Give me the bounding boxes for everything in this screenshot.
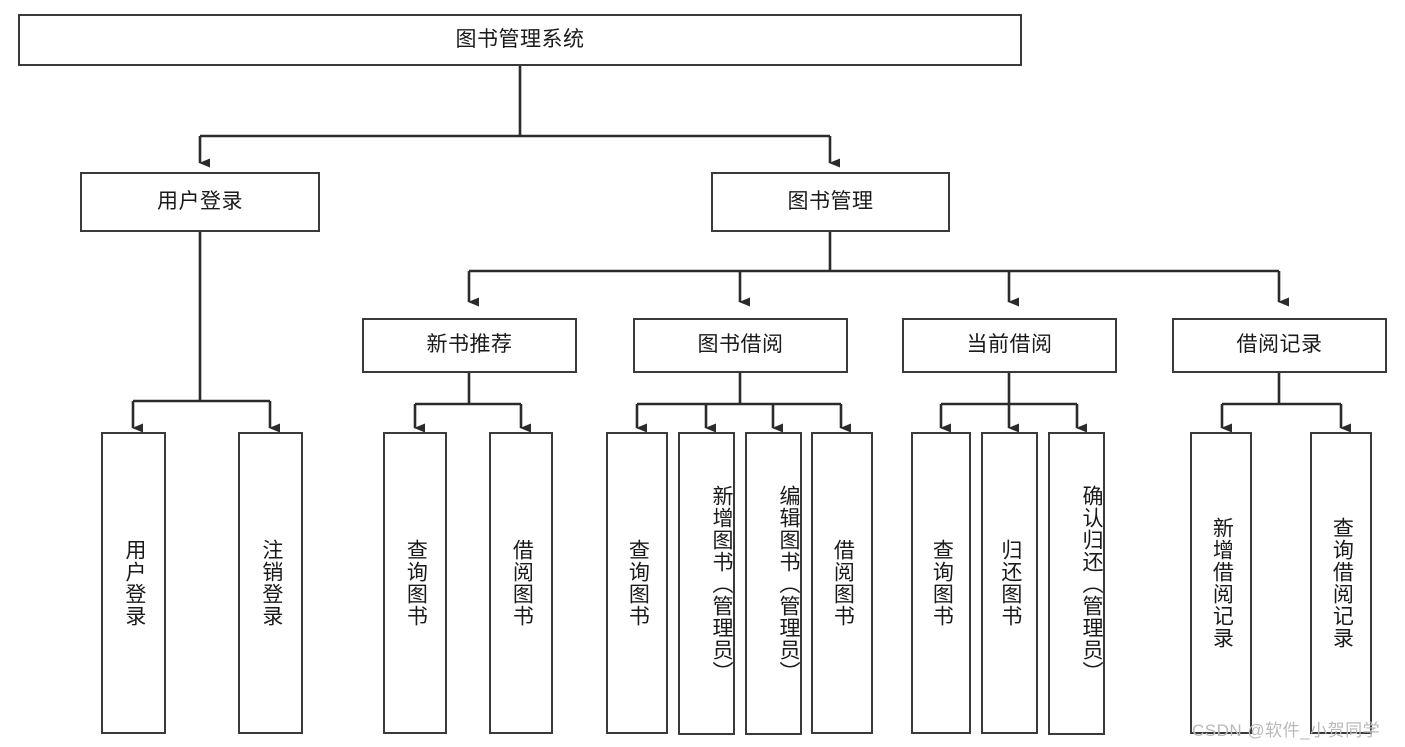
node-book-borrow-label: 图书借阅 (697, 333, 784, 357)
node-leaf-borrow-book-1-label: 借阅图书 (510, 539, 534, 627)
node-leaf-logout-label: 注销登录 (259, 539, 283, 627)
node-leaf-user-login[interactable]: 用户登录 (101, 432, 166, 734)
node-user-login-label: 用户登录 (157, 189, 243, 213)
node-book-borrow[interactable]: 图书借阅 (633, 318, 848, 373)
node-current-borrow-label: 当前借阅 (966, 333, 1053, 357)
node-leaf-query-record[interactable]: 查询借阅记录 (1310, 432, 1372, 734)
node-borrow-record-label: 借阅记录 (1236, 333, 1323, 357)
node-leaf-user-login-label: 用户登录 (122, 539, 146, 627)
node-leaf-query-book-2[interactable]: 查询图书 (606, 432, 668, 734)
node-leaf-query-book-3-label: 查询图书 (930, 539, 954, 627)
node-leaf-confirm-return[interactable]: 确认归还（管理员） (1048, 432, 1105, 735)
node-leaf-query-book-3[interactable]: 查询图书 (911, 432, 971, 734)
node-user-login[interactable]: 用户登录 (80, 172, 320, 232)
node-leaf-add-record[interactable]: 新增借阅记录 (1190, 432, 1252, 734)
node-book-manage-label: 图书管理 (787, 189, 874, 213)
node-leaf-edit-book[interactable]: 编辑图书（管理员） (745, 432, 802, 735)
node-leaf-return-book-label: 归还图书 (998, 539, 1022, 627)
node-leaf-borrow-book-1[interactable]: 借阅图书 (489, 432, 553, 734)
node-current-borrow[interactable]: 当前借阅 (902, 318, 1117, 373)
node-new-book-recommend[interactable]: 新书推荐 (362, 318, 577, 373)
node-leaf-query-book-1[interactable]: 查询图书 (383, 432, 447, 734)
node-borrow-record[interactable]: 借阅记录 (1172, 318, 1387, 373)
node-leaf-query-book-1-label: 查询图书 (404, 539, 428, 627)
node-leaf-add-record-label: 新增借阅记录 (1210, 517, 1234, 649)
node-root[interactable]: 图书管理系统 (18, 14, 1022, 66)
node-book-manage[interactable]: 图书管理 (711, 172, 950, 232)
node-leaf-return-book[interactable]: 归还图书 (981, 432, 1038, 734)
node-new-book-recommend-label: 新书推荐 (426, 333, 513, 357)
node-leaf-confirm-return-label: 确认归还（管理员） (1080, 484, 1103, 683)
node-leaf-borrow-book-2-label: 借阅图书 (831, 539, 855, 627)
node-leaf-add-book[interactable]: 新增图书（管理员） (678, 432, 735, 735)
node-leaf-borrow-book-2[interactable]: 借阅图书 (811, 432, 873, 734)
csdn-watermark: CSDN @软件_小贺同学 (1192, 721, 1381, 740)
node-leaf-query-record-label: 查询借阅记录 (1330, 517, 1354, 649)
node-leaf-edit-book-label: 编辑图书（管理员） (777, 484, 800, 683)
node-leaf-query-book-2-label: 查询图书 (626, 539, 650, 627)
node-leaf-logout[interactable]: 注销登录 (238, 432, 303, 734)
node-leaf-add-book-label: 新增图书（管理员） (710, 484, 733, 683)
node-root-label: 图书管理系统 (455, 27, 585, 51)
